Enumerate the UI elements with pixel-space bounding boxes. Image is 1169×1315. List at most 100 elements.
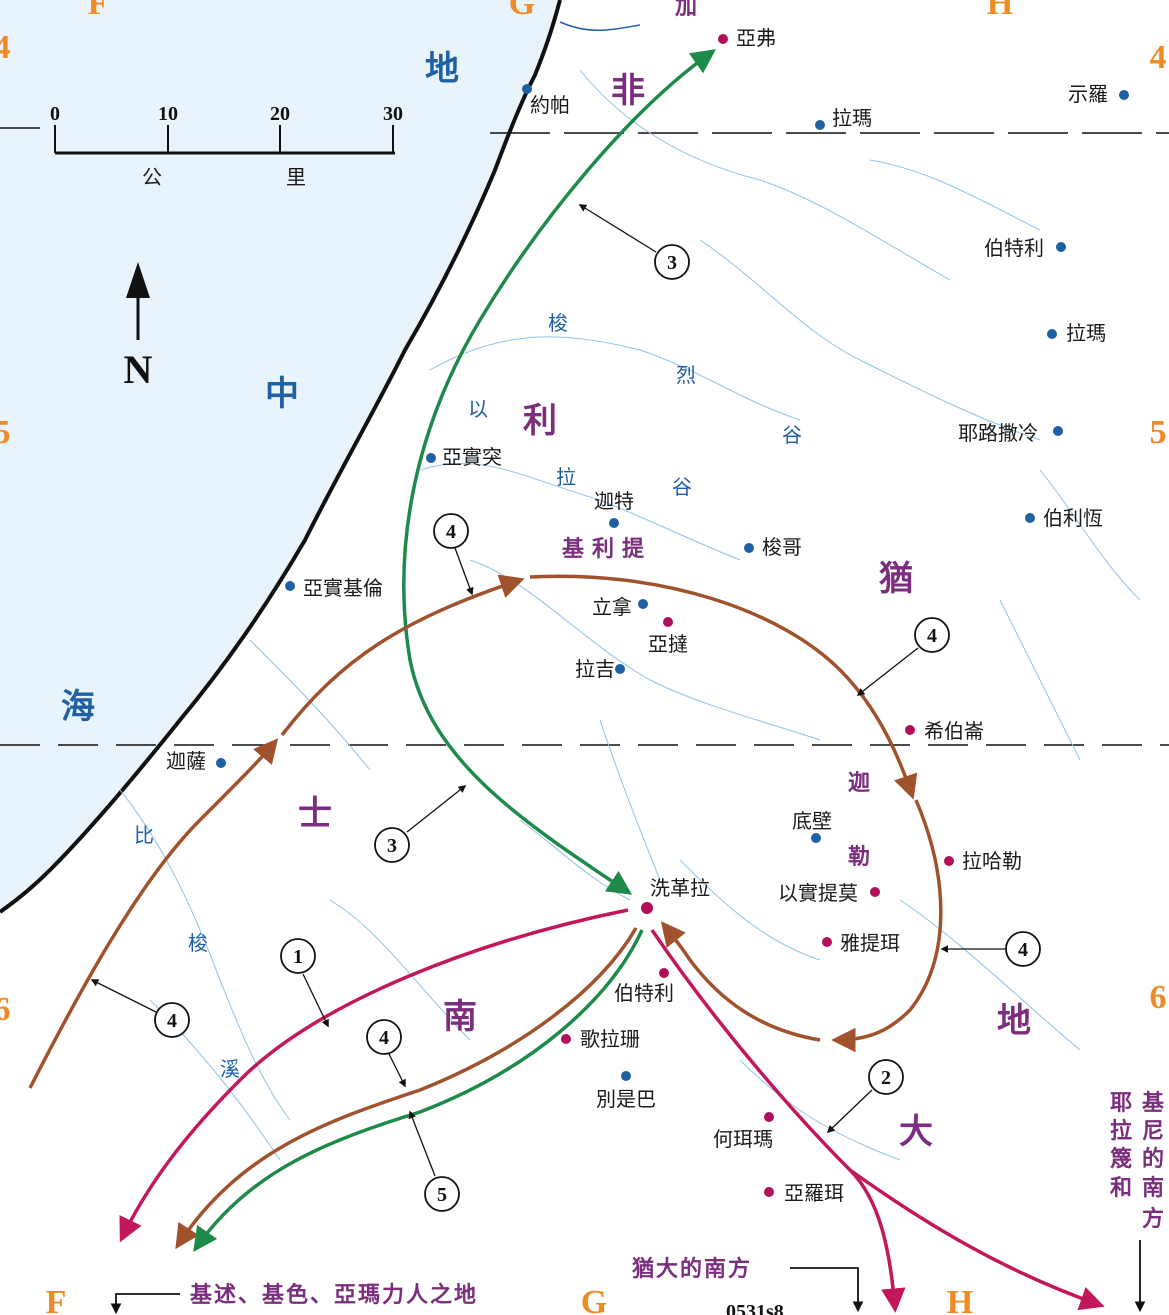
north-arrow-icon (126, 262, 150, 298)
route-2a (650, 929, 906, 1313)
note-kenites-3: 的 (1142, 1146, 1164, 1172)
grid-row-5-left: 5 (0, 414, 11, 451)
scale-tick-20: 20 (270, 103, 290, 125)
grid-lines (0, 127, 1169, 746)
valley-elah-3: 谷 (672, 475, 692, 499)
city-joppa: 約帕 (530, 93, 570, 117)
scale-tick-0: 0 (50, 103, 60, 125)
note-jerahmeelites-4: 和 (1110, 1175, 1132, 1201)
route-4b (280, 574, 525, 737)
note-kenites-2: 尼 (1142, 1118, 1164, 1144)
callout-4-b: 4 (927, 625, 937, 647)
note-jerahmeelites-1: 耶 (1110, 1090, 1132, 1116)
map-code: 0531s8 (726, 1301, 784, 1315)
city-socoh: 梭哥 (762, 535, 802, 559)
city-beersheba: 別是巴 (596, 1087, 656, 1111)
note-geshurites: 基述、基色、亞瑪力人之地 (190, 1282, 478, 1308)
region-judah-2: 大 (899, 1112, 933, 1152)
valley-elah-1: 以 (468, 397, 488, 421)
callout-3-bottom: 3 (387, 835, 397, 857)
route-4c (529, 574, 918, 800)
sea-label-di: 地 (425, 49, 459, 89)
valley-besor-1: 比 (134, 823, 154, 847)
grid-bottom-G: G (581, 1284, 607, 1315)
city-bethuel: 伯特利 (614, 981, 674, 1005)
callout-4-e: 4 (379, 1027, 389, 1049)
district-galil-2: 勒 (848, 844, 870, 870)
note-kenites-5: 方 (1142, 1206, 1164, 1232)
valley-elah-2: 拉 (556, 465, 576, 489)
note-jerahmeelites-2: 拉 (1110, 1118, 1132, 1144)
valley-sorek-3: 谷 (782, 423, 802, 447)
callout-4-c: 4 (1018, 939, 1028, 961)
route-1 (119, 908, 629, 1243)
note-south-of-judah: 猶大的南方 (631, 1256, 752, 1282)
city-ashkelon: 亞實基倫 (303, 576, 383, 600)
city-ramah: 拉瑪 (1066, 321, 1106, 345)
callout-5: 5 (437, 1184, 447, 1206)
grid-row-6: 6 (1150, 979, 1167, 1016)
city-hormah: 何珥瑪 (713, 1127, 773, 1151)
grid-bottom-F: F (46, 1284, 67, 1315)
valley-besor-3: 溪 (220, 1057, 240, 1081)
coastline (0, 0, 562, 914)
region-kinneret: 加 (674, 0, 697, 20)
route-4e (660, 921, 821, 1042)
grid-top-G: G (509, 0, 535, 22)
district-keilah: 基利提 (562, 536, 652, 562)
city-gath: 迦特 (594, 489, 634, 513)
bottom-notes: 基述、基色、亞瑪力人之地 猶大的南方 0531s8 基 尼 的 南 方 耶 拉 … (110, 1090, 1165, 1315)
region-judah-1: 猶 (879, 559, 913, 599)
north-label: N (124, 347, 153, 392)
scale-unit-2: 里 (286, 165, 306, 189)
note-jerahmeelites-3: 篾 (1110, 1146, 1132, 1172)
city-gaza: 迦薩 (166, 749, 206, 773)
note-kenites-1: 基 (1142, 1090, 1165, 1116)
city-aphek: 亞弗 (736, 26, 776, 50)
route-4f (175, 927, 638, 1250)
grid-bottom-H: H (947, 1284, 973, 1315)
district-galil-1: 迦 (848, 770, 870, 796)
grid-row-5: 5 (1150, 414, 1167, 451)
scale-bar: 0 10 20 30 公 里 (50, 103, 403, 189)
grid-top-F: F (88, 0, 109, 22)
scale-tick-30: 30 (383, 103, 403, 125)
route-4a (28, 738, 279, 1089)
city-bethel: 伯特利 (984, 236, 1044, 260)
region-negev: 南 (443, 997, 477, 1037)
callout-4-a: 4 (446, 521, 456, 543)
city-libnah: 立拿 (592, 595, 632, 619)
city-aphekah: 亞撻 (648, 632, 688, 656)
grid-top-H: H (987, 0, 1013, 22)
region-judah-3: 地 (997, 1001, 1031, 1041)
sea-label-hai: 海 (61, 687, 95, 727)
north-arrow: N (124, 262, 153, 392)
note-kenites-4: 南 (1142, 1175, 1164, 1201)
scale-tick-10: 10 (158, 103, 178, 125)
city-eshtemoa: 以實提莫 (778, 881, 858, 905)
city-aroer: 亞羅珥 (784, 1181, 844, 1205)
cities: 亞弗 約帕 拉瑪 示羅 伯特利 拉瑪 耶路撒冷 伯利恆 亞實突 迦特 梭哥 亞實… (166, 26, 1129, 1205)
city-jattir: 雅提珥 (840, 931, 900, 955)
city-hebron: 希伯崙 (924, 719, 984, 743)
city-shiloh: 示羅 (1068, 82, 1108, 106)
callout-4-d: 4 (167, 1010, 177, 1032)
mediterranean-sea (0, 0, 560, 912)
valley-besor-2: 梭 (188, 931, 208, 955)
city-borashan: 歌拉珊 (580, 1027, 640, 1051)
city-jerusalem: 耶路撒冷 (958, 421, 1038, 445)
valley-sorek-2: 烈 (676, 363, 696, 387)
valley-sorek-1: 梭 (548, 311, 568, 335)
route-5 (193, 929, 644, 1253)
region-philistia-3: 士 (298, 794, 332, 834)
city-bethlehem: 伯利恆 (1043, 506, 1103, 530)
callout-1: 1 (293, 946, 303, 968)
city-racal: 拉哈勒 (962, 849, 1022, 873)
city-lachish: 拉吉 (575, 657, 615, 681)
scale-unit-1: 公 (142, 165, 162, 189)
callout-2: 2 (881, 1067, 891, 1089)
grid-row-4-left: 4 (0, 29, 11, 66)
city-ziklag: 洗革拉 (650, 876, 710, 900)
